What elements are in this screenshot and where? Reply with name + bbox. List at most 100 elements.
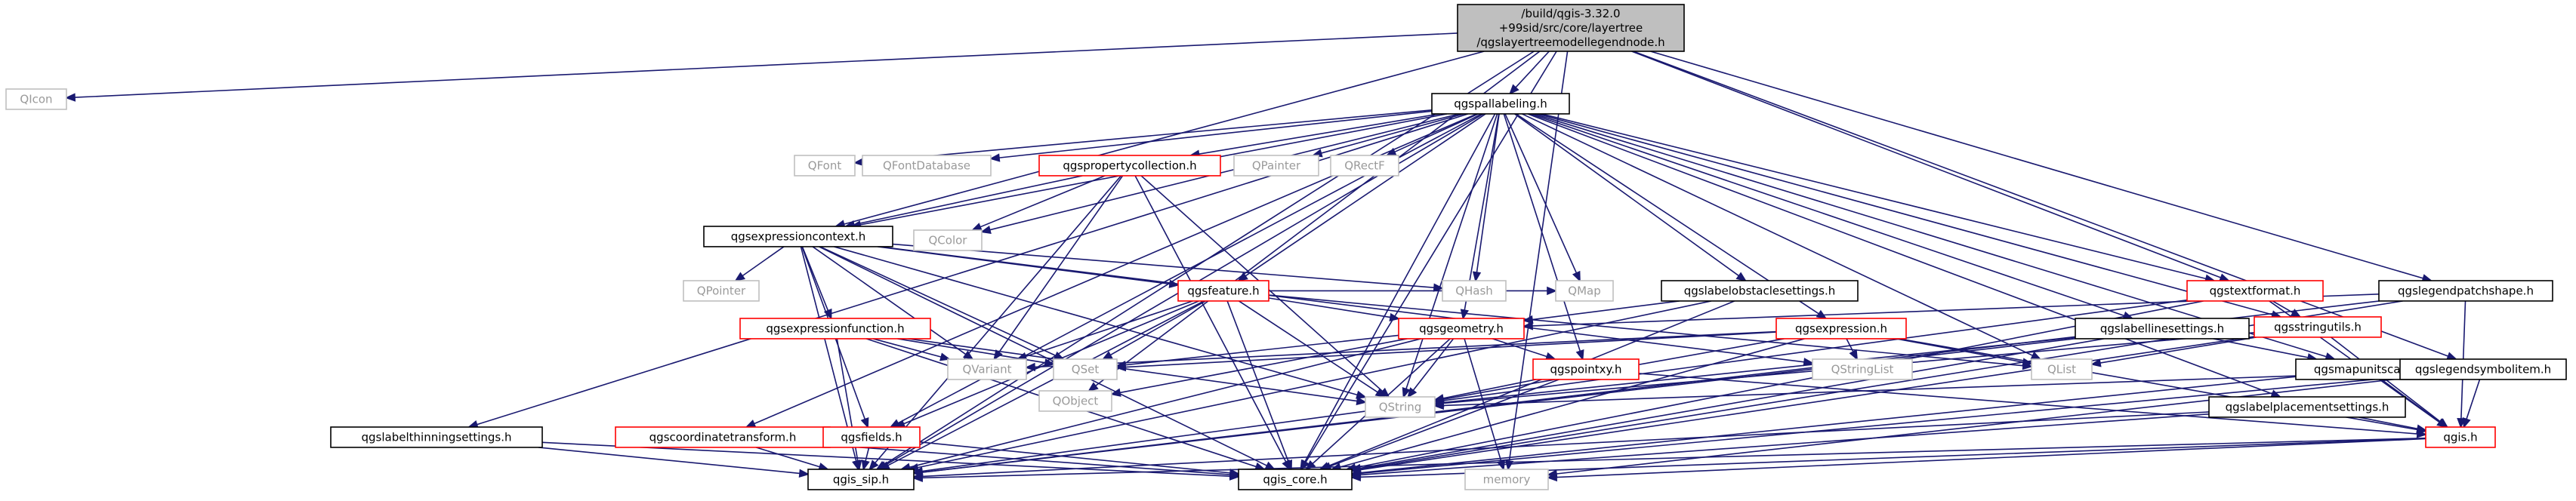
edge-line (909, 338, 1421, 469)
edge-arrowhead (1433, 401, 1444, 410)
node-label: qgis.h (2443, 430, 2477, 444)
edge-qgspallabeling-to-qgslabelobstaclesettings (1514, 113, 1748, 282)
node-qgis_core[interactable]: qgis_core.h (1238, 469, 1353, 490)
edge-qgspropertycollection-to-qgis_sip (868, 175, 1122, 471)
edge-line (1025, 300, 1193, 358)
node-box (1365, 396, 1436, 418)
node-box (1177, 280, 1269, 302)
edge-qgspropertycollection-to-qgsexpressioncontext (844, 175, 1083, 229)
edge-qgslabelthinningsettings-to-qgis_sip (538, 447, 810, 478)
edge-line (1442, 337, 2076, 404)
node-box (2425, 426, 2496, 448)
edge-line (862, 109, 1433, 163)
edge-line (1476, 113, 1500, 273)
edge-qgsfeature-to-qvariant (1016, 300, 1193, 361)
edge-line (1359, 376, 2401, 475)
edge-arrowhead (1024, 362, 1036, 372)
edge-qgspallabeling-to-qgsstringutils (1537, 113, 2282, 319)
edge-line (908, 338, 1358, 402)
edge-qgsexpressionfunction-to-qset (897, 338, 1056, 367)
node-qgis[interactable]: qgis.h (2425, 426, 2496, 448)
edge-line (1515, 51, 1550, 88)
node-qgsfields[interactable]: qgsfields.h (822, 426, 921, 448)
node-qgis_sip[interactable]: qgis_sip.h (807, 469, 915, 490)
node-qgslegendsymbolitem[interactable]: qgslegendsymbolitem.h (2399, 358, 2567, 380)
edge-qgsexpressioncontext-to-qpointer (734, 246, 785, 282)
node-box (330, 426, 543, 448)
edge-line (1268, 297, 1391, 318)
node-qgsexpression[interactable]: qgsexpression.h (1775, 318, 1907, 340)
edge-arrowhead (1109, 388, 1121, 397)
edge-arrowhead (1546, 472, 1558, 482)
node-box (822, 426, 921, 448)
node-qstring: QString (1365, 396, 1436, 418)
node-box (1053, 358, 1118, 380)
edge-qgsfields-to-qgis_core (919, 441, 1241, 478)
node-box (947, 358, 1027, 380)
node-label: QFont (808, 158, 842, 172)
node-qgslegendpatchshape[interactable]: qgslegendpatchshape.h (2378, 280, 2553, 302)
edge-line (1321, 113, 1464, 154)
node-label: QPointer (697, 284, 746, 297)
node-box (5, 88, 67, 110)
edge-qgspallabeling-to-qgspointxy (1503, 113, 1584, 361)
node-qgstextformat[interactable]: qgstextformat.h (2186, 280, 2324, 302)
edge-line (2380, 379, 2441, 423)
edge-qgsfeature-to-qlist (1268, 294, 2034, 370)
node-label: qgspointxy.h (1550, 362, 1621, 376)
edge-root-to-qgstextformat (1631, 51, 2230, 282)
node-qicon: QIcon (5, 88, 67, 110)
edge-line (1633, 51, 2449, 357)
edge-arrowhead (1547, 286, 1558, 296)
edge-line (875, 175, 1122, 464)
node-qgscoordinatetransform[interactable]: qgscoordinatetransform.h (615, 426, 831, 448)
edge-line (919, 441, 1231, 474)
node-layer: /build/qgis-3.32.0+99sid/src/core/layert… (5, 4, 2567, 490)
node-label: qgsexpressioncontext.h (731, 229, 866, 243)
edge-qgslegendsymbolitem-to-qgis (2462, 379, 2481, 429)
edge-arrowhead (912, 473, 923, 482)
node-qgslabellinesettings[interactable]: qgslabellinesettings.h (2075, 318, 2250, 340)
edge-arrowhead (979, 225, 992, 235)
edge-qgsgeometry-to-qobject (1109, 338, 1408, 397)
edge-arrowhead (1522, 315, 1534, 324)
edge-line (1109, 300, 1206, 356)
edge-line (879, 246, 1805, 363)
edge-arrowhead (1849, 349, 1858, 361)
node-label: qgsexpressionfunction.h (766, 321, 904, 335)
edge-arrowhead (962, 350, 974, 361)
node-qset: QSet (1053, 358, 1118, 380)
edge-line (1199, 113, 1440, 155)
edge-line (872, 338, 942, 358)
edge-line (2466, 379, 2481, 420)
edge-line (998, 175, 1124, 353)
node-qgsexpressioncontext[interactable]: qgsexpressioncontext.h (703, 226, 893, 247)
edge-qgspallabeling-to-qgis_core (1300, 113, 1496, 471)
edge-line (917, 300, 1712, 469)
node-box (1812, 358, 1913, 380)
node-root[interactable]: /build/qgis-3.32.0+99sid/src/core/layert… (1457, 4, 1685, 52)
node-qgsfeature[interactable]: qgsfeature.h (1177, 280, 1269, 302)
node-qgsgeometry[interactable]: qgsgeometry.h (1398, 318, 1525, 340)
edge-qgsfeature-to-qgsgeometry (1268, 297, 1401, 322)
edge-qgspallabeling-to-qgslabelthinningsettings (467, 113, 1469, 429)
node-qgslabelobstaclesettings[interactable]: qgslabelobstaclesettings.h (1661, 280, 1859, 302)
node-qgslabelthinningsettings[interactable]: qgslabelthinningsettings.h (330, 426, 543, 448)
node-qgspallabeling[interactable]: qgspallabeling.h (1431, 93, 1570, 115)
edge-line (853, 175, 1083, 226)
node-label: qgslabellinesettings.h (2100, 321, 2224, 335)
node-qgslabelplacementsettings[interactable]: qgslabelplacementsettings.h (2208, 396, 2406, 418)
node-qgsexpressionfunction[interactable]: qgsexpressionfunction.h (739, 318, 931, 340)
edge-line (1532, 300, 1680, 321)
node-qgsstringutils[interactable]: qgsstringutils.h (2254, 316, 2382, 338)
node-qcolor: QColor (913, 229, 983, 251)
edge-qgspallabeling-to-qgsfeature (1237, 113, 1486, 282)
edge-arrowhead (1374, 388, 1387, 398)
node-qgspointxy[interactable]: qgspointxy.h (1532, 358, 1640, 380)
node-title-line: /build/qgis-3.32.0 (1521, 7, 1620, 20)
node-label: QFontDatabase (883, 158, 970, 172)
node-label: qgsexpression.h (1795, 321, 1887, 335)
edge-qgslegendsymbolitem-to-qstring (1433, 371, 2401, 410)
edge-line (2359, 416, 2418, 430)
node-qgspropertycollection[interactable]: qgspropertycollection.h (1038, 155, 1221, 177)
